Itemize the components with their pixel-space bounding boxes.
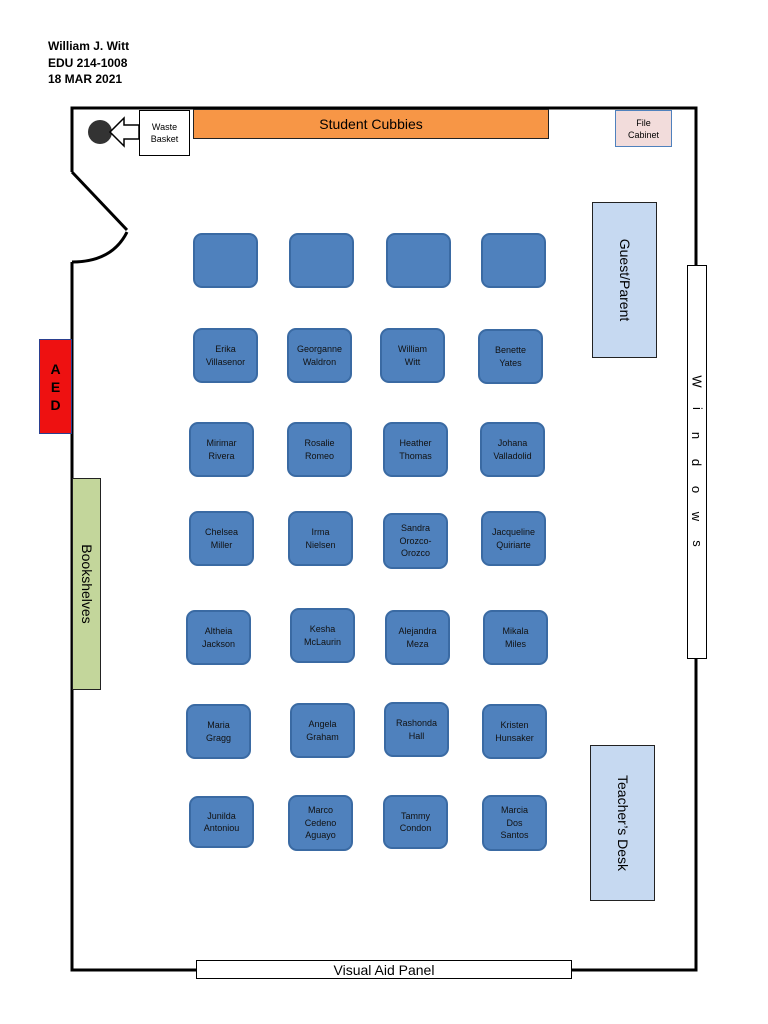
windows: W i n d o w s bbox=[687, 265, 707, 659]
student-desk: Irma Nielsen bbox=[288, 511, 353, 566]
windows-letter: W bbox=[689, 374, 705, 388]
student-desk: Georganne Waldron bbox=[287, 328, 352, 383]
guest-parent-label: Guest/Parent bbox=[616, 238, 633, 322]
desk-name: Maria Gragg bbox=[205, 720, 231, 743]
desk-name: Erika Villasenor bbox=[205, 344, 246, 367]
bookshelves-label: Bookshelves bbox=[78, 544, 95, 624]
windows-letter: w bbox=[689, 511, 705, 521]
student-desk: Kesha McLaurin bbox=[290, 608, 355, 663]
waste-basket-label-1: Waste bbox=[151, 122, 178, 132]
desk-name: Heather Thomas bbox=[399, 438, 432, 461]
student-desk: Tammy Condon bbox=[383, 795, 448, 849]
student-desk: Rosalie Romeo bbox=[287, 422, 352, 477]
student-desk: Heather Thomas bbox=[383, 422, 448, 477]
student-desk: Angela Graham bbox=[290, 703, 355, 758]
student-desk: William Witt bbox=[380, 328, 445, 383]
desk-name: Jacqueline Quiriarte bbox=[491, 527, 536, 550]
header-block: William J. Witt EDU 214-1008 18 MAR 2021 bbox=[48, 38, 129, 88]
desk-name: Rashonda Hall bbox=[395, 718, 438, 741]
student-desk: Mirimar Rivera bbox=[189, 422, 254, 477]
desk-name: Angela Graham bbox=[306, 719, 339, 742]
bookshelves: Bookshelves bbox=[72, 478, 101, 690]
student-desk: Benette Yates bbox=[478, 329, 543, 384]
student-desk: Marco Cedeno Aguayo bbox=[288, 795, 353, 851]
student-desk bbox=[193, 233, 258, 288]
visual-aid-panel: Visual Aid Panel bbox=[196, 960, 572, 979]
student-desk: Mikala Miles bbox=[483, 610, 548, 665]
door-leaf bbox=[70, 170, 129, 232]
student-desk: Kristen Hunsaker bbox=[482, 704, 547, 759]
door-swing bbox=[71, 231, 129, 264]
visual-aid-panel-label: Visual Aid Panel bbox=[333, 961, 435, 978]
aed-letter: E bbox=[50, 378, 61, 395]
author-name: William J. Witt bbox=[48, 39, 130, 53]
student-desk bbox=[481, 233, 546, 288]
windows-letter: d bbox=[689, 458, 705, 466]
aed-letter: D bbox=[50, 396, 61, 413]
desk-name: Marco Cedeno Aguayo bbox=[304, 805, 337, 841]
arrow-left-icon bbox=[108, 116, 140, 148]
desk-name: Kristen Hunsaker bbox=[495, 720, 534, 743]
desk-name: Irma Nielsen bbox=[305, 527, 336, 550]
student-desk bbox=[386, 233, 451, 288]
file-cabinet-label-1: File bbox=[636, 117, 651, 128]
student-desk: Jacqueline Quiriarte bbox=[481, 511, 546, 566]
desk-name: Tammy Condon bbox=[399, 810, 432, 834]
date: 18 MAR 2021 bbox=[48, 72, 123, 86]
desk-name: Georganne Waldron bbox=[296, 344, 343, 367]
desk-name: Johana Valladolid bbox=[493, 438, 532, 461]
windows-letter: o bbox=[689, 485, 705, 493]
guest-parent-table: Guest/Parent bbox=[592, 202, 657, 358]
desk-name: Mikala Miles bbox=[502, 626, 529, 649]
desk-name: Alejandra Meza bbox=[398, 626, 437, 649]
desk-name: Benette Yates bbox=[494, 345, 527, 368]
student-desk bbox=[289, 233, 354, 288]
waste-basket-icon bbox=[88, 120, 112, 144]
student-desk: Chelsea Miller bbox=[189, 511, 254, 566]
student-desk: Maria Gragg bbox=[186, 704, 251, 759]
file-cabinet: File Cabinet bbox=[615, 110, 672, 147]
course-code: EDU 214-1008 bbox=[48, 55, 128, 70]
teachers-desk: Teacher’s Desk bbox=[590, 745, 655, 901]
teachers-desk-label: Teacher’s Desk bbox=[614, 775, 631, 871]
desk-name: Altheia Jackson bbox=[201, 626, 236, 649]
desk-name: Kesha McLaurin bbox=[303, 624, 341, 647]
student-desk: Rashonda Hall bbox=[384, 702, 449, 757]
waste-basket-label-box: Waste Basket bbox=[139, 110, 190, 156]
student-desk: Junilda Antoniou bbox=[189, 796, 254, 848]
desk-name: William Witt bbox=[398, 344, 427, 367]
windows-letter: n bbox=[689, 431, 705, 439]
desk-name: Sandra Orozco- Orozco bbox=[399, 523, 432, 559]
student-desk: Marcia Dos Santos bbox=[482, 795, 547, 851]
aed-letter: A bbox=[50, 360, 61, 377]
student-desk: Johana Valladolid bbox=[480, 422, 545, 477]
file-cabinet-label-2: Cabinet bbox=[627, 129, 660, 140]
student-desk: Sandra Orozco- Orozco bbox=[383, 513, 448, 569]
windows-letter: i bbox=[689, 406, 705, 410]
student-desk: Altheia Jackson bbox=[186, 610, 251, 665]
desk-name: Rosalie Romeo bbox=[304, 438, 335, 461]
student-desk: Erika Villasenor bbox=[193, 328, 258, 383]
desk-name: Chelsea Miller bbox=[204, 527, 239, 550]
windows-letter: s bbox=[689, 539, 705, 547]
student-cubbies: Student Cubbies bbox=[193, 109, 549, 139]
student-cubbies-label: Student Cubbies bbox=[319, 116, 423, 132]
desk-name: Marcia Dos Santos bbox=[500, 805, 529, 841]
waste-basket-label-2: Basket bbox=[150, 134, 179, 144]
student-desk: Alejandra Meza bbox=[385, 610, 450, 665]
desk-name: Mirimar Rivera bbox=[206, 438, 237, 461]
desk-name: Junilda Antoniou bbox=[203, 810, 240, 834]
aed: A E D bbox=[39, 339, 72, 434]
